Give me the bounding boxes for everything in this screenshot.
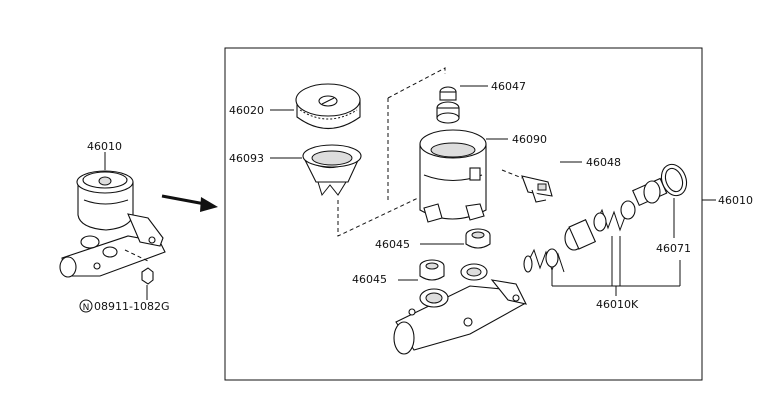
- cylinder-body: [393, 263, 528, 355]
- dashed-leader-strainer: [337, 197, 419, 237]
- reservoir-tank: [419, 129, 508, 223]
- piston-kit: [523, 163, 688, 273]
- label-46071: 46071: [656, 242, 691, 255]
- n-badge: N: [79, 299, 93, 313]
- label-46045-upper: 46045: [375, 238, 410, 251]
- label-46047: 46047: [491, 80, 526, 93]
- n-badge-letter: N: [83, 303, 90, 313]
- grommet-46047: [436, 85, 488, 124]
- reservoir-cap: [270, 83, 361, 129]
- label-46045-lower: 46045: [352, 273, 387, 286]
- grommet-46045-lower: [398, 259, 445, 281]
- level-sensor: [501, 161, 582, 203]
- bracket-46010k: [551, 236, 681, 296]
- label-46020: 46020: [229, 104, 264, 117]
- dashed-leader-cap: [387, 67, 446, 99]
- label-46010k: 46010K: [596, 298, 639, 311]
- reservoir-strainer: [270, 144, 362, 197]
- label-46010-right: 46010: [718, 194, 753, 207]
- label-46010-left: 46010: [87, 140, 122, 153]
- direction-arrow: [161, 194, 218, 212]
- label-46090: 46090: [512, 133, 547, 146]
- label-46093: 46093: [229, 152, 264, 165]
- label-46048: 46048: [586, 156, 621, 169]
- grommet-46045-upper: [420, 228, 491, 249]
- assembled-master-cylinder: [59, 152, 166, 300]
- exploded-view-frame: [224, 47, 703, 381]
- label-08911-1082g: 08911-1082G: [94, 300, 169, 313]
